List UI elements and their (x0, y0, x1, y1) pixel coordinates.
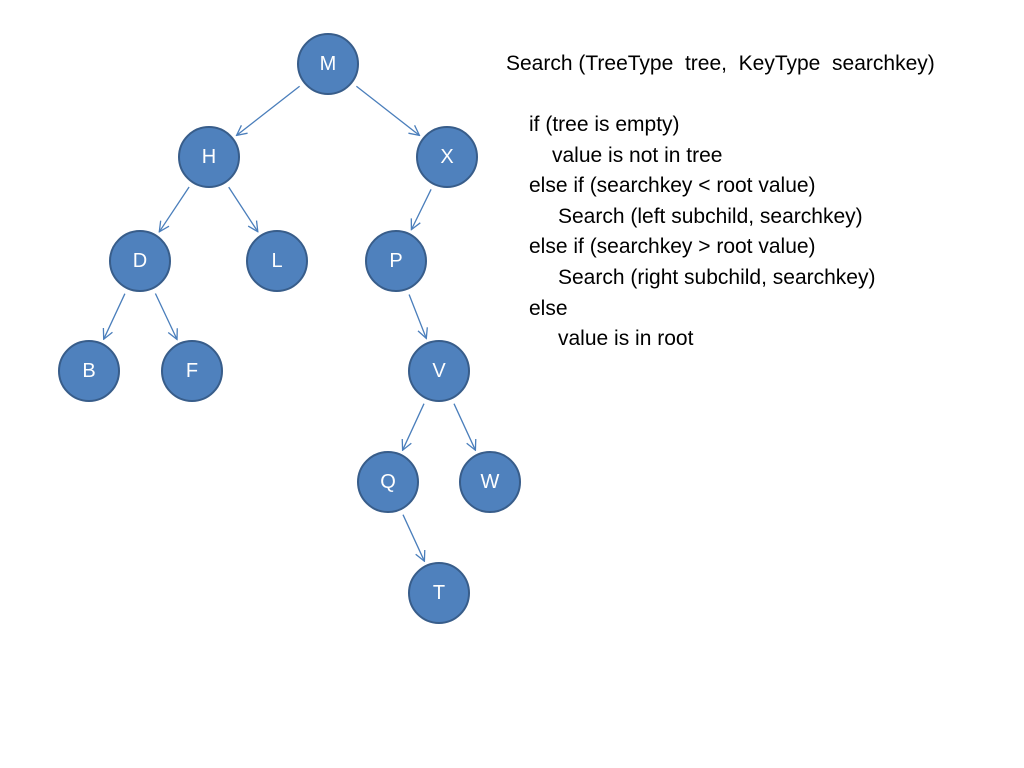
node-label: T (433, 582, 445, 604)
tree-node-b: B (58, 340, 120, 402)
tree-node-d: D (109, 230, 171, 292)
nodes-layer: M H X D L P B F V Q W T (58, 33, 521, 624)
node-circle (408, 562, 470, 624)
node-circle (161, 340, 223, 402)
edge-d-b (104, 293, 126, 340)
edge-p-v (408, 294, 426, 339)
tree-node-p: P (365, 230, 427, 292)
code-line-in-root: value is in root (558, 327, 694, 351)
edge-m-x (355, 85, 419, 135)
node-circle (365, 230, 427, 292)
node-circle (58, 340, 120, 402)
edge-q-t (402, 514, 424, 562)
node-circle (178, 126, 240, 188)
edge-v-q (403, 403, 425, 451)
tree-node-q: Q (357, 451, 419, 513)
edge-v-w (453, 403, 475, 451)
tree-node-m: M (297, 33, 359, 95)
node-circle (357, 451, 419, 513)
tree-node-w: W (459, 451, 521, 513)
node-circle (459, 451, 521, 513)
code-line-else: else (529, 296, 568, 320)
pseudocode-block: Search (TreeType tree, KeyType searchkey… (506, 48, 1006, 355)
tree-node-h: H (178, 126, 240, 188)
node-label: V (432, 360, 446, 382)
edge-d-f (154, 293, 177, 340)
node-label: D (133, 250, 147, 272)
tree-node-t: T (408, 562, 470, 624)
edge-m-h (237, 85, 301, 135)
node-label: H (202, 146, 216, 168)
tree-node-f: F (161, 340, 223, 402)
function-signature: Search (TreeType tree, KeyType searchkey… (506, 52, 935, 75)
node-label: W (481, 471, 500, 493)
tree-node-l: L (246, 230, 308, 292)
edge-h-l (228, 186, 258, 232)
code-line-not-in-tree: value is not in tree (552, 143, 723, 167)
node-label: Q (380, 471, 396, 493)
edge-h-d (159, 186, 190, 232)
node-label: L (271, 250, 282, 272)
tree-node-v: V (408, 340, 470, 402)
code-line-search-left: Search (left subchild, searchkey) (558, 204, 863, 228)
code-line-else-if-less: else if (searchkey < root value) (529, 174, 816, 198)
code-line-search-right: Search (right subchild, searchkey) (558, 265, 876, 289)
node-circle (408, 340, 470, 402)
node-circle (109, 230, 171, 292)
node-circle (246, 230, 308, 292)
edge-x-p (411, 189, 432, 229)
tree-node-x: X (416, 126, 478, 188)
node-label: F (186, 360, 198, 382)
node-label: P (389, 250, 402, 272)
node-label: B (82, 360, 95, 382)
node-circle (416, 126, 478, 188)
code-line-else-if-greater: else if (searchkey > root value) (529, 235, 816, 259)
node-label: X (440, 146, 453, 168)
node-circle (297, 33, 359, 95)
node-label: M (320, 53, 337, 75)
edges-layer (104, 85, 476, 562)
code-line-if-empty: if (tree is empty) (529, 113, 680, 136)
